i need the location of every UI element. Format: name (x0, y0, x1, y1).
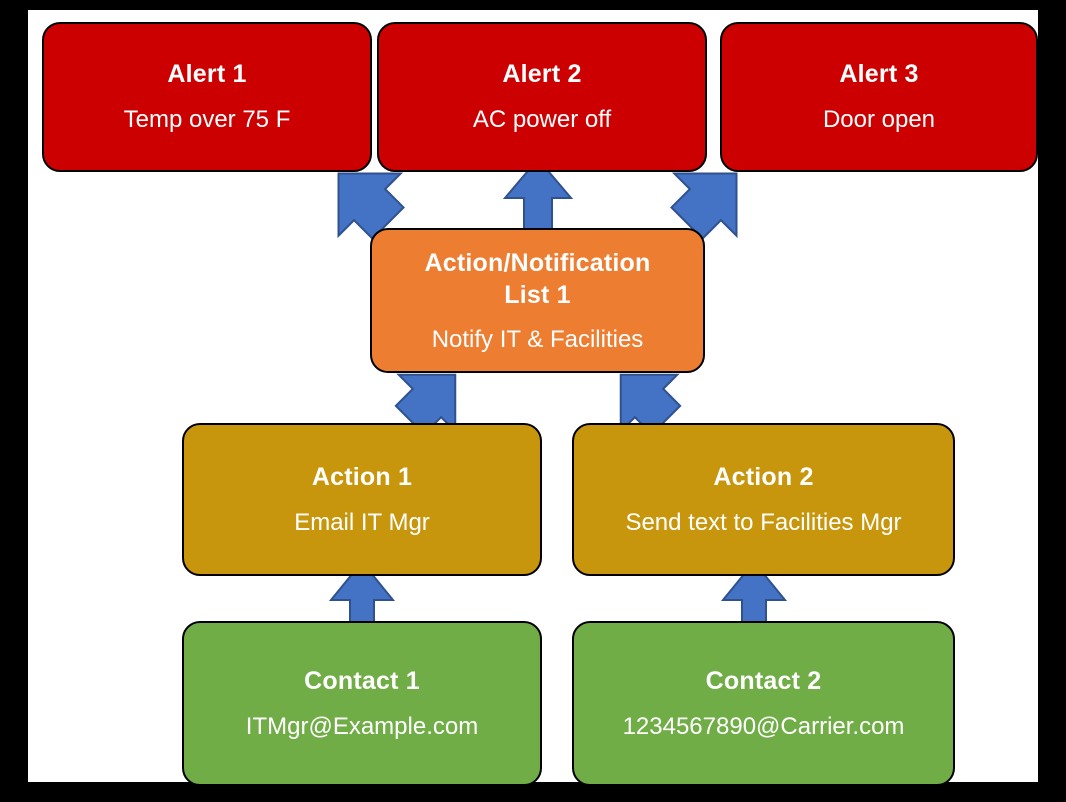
node-alert-3[interactable]: Alert 3 Door open (720, 22, 1038, 172)
node-alert-1[interactable]: Alert 1 Temp over 75 F (42, 22, 372, 172)
node-subtitle: 1234567890@Carrier.com (622, 712, 905, 740)
node-title: Contact 1 (304, 666, 420, 695)
node-subtitle: Notify IT & Facilities (431, 325, 644, 353)
node-title: Action 1 (311, 462, 413, 491)
node-contact-1[interactable]: Contact 1 ITMgr@Example.com (182, 621, 542, 786)
node-contact-2[interactable]: Contact 2 1234567890@Carrier.com (572, 621, 955, 786)
node-alert-2[interactable]: Alert 2 AC power off (377, 22, 707, 172)
node-subtitle: Temp over 75 F (123, 106, 291, 133)
node-title: Action 2 (713, 462, 814, 491)
node-subtitle: Send text to Facilities Mgr (625, 508, 902, 536)
node-title-line-2: List 1 (504, 280, 571, 309)
node-subtitle: ITMgr@Example.com (245, 712, 479, 740)
node-title: Alert 3 (839, 60, 919, 88)
node-action-notification-list-1[interactable]: Action/Notification List 1 Notify IT & F… (370, 228, 705, 373)
node-subtitle: Email IT Mgr (294, 508, 430, 536)
node-action-2[interactable]: Action 2 Send text to Facilities Mgr (572, 423, 955, 576)
node-title-line-1: Action/Notification (424, 248, 651, 277)
node-title: Alert 2 (502, 60, 582, 88)
node-subtitle: AC power off (472, 106, 612, 133)
node-action-1[interactable]: Action 1 Email IT Mgr (182, 423, 542, 576)
node-title: Alert 1 (167, 60, 247, 88)
diagram-canvas: .arw{ fill:#4472C4; stroke:#2F528F; stro… (28, 10, 1038, 786)
node-subtitle: Door open (822, 106, 936, 133)
node-title: Contact 2 (705, 666, 822, 695)
